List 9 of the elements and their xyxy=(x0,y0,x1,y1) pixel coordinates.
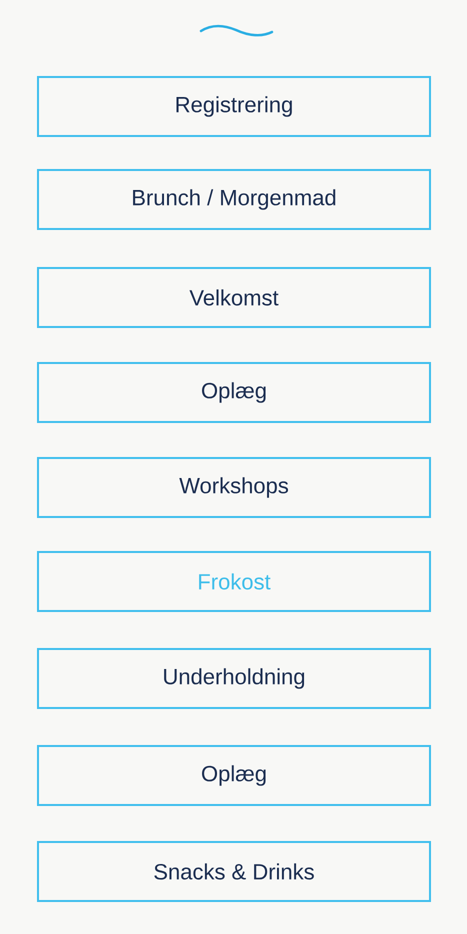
agenda-box: Oplæg xyxy=(37,362,431,423)
agenda-box: Underholdning xyxy=(37,648,431,709)
agenda-box: Workshops xyxy=(37,457,431,518)
agenda-box: Brunch / Morgenmad xyxy=(37,169,431,230)
agenda-box: Frokost xyxy=(37,551,431,612)
agenda-box: Oplæg xyxy=(37,745,431,806)
agenda-box: Registrering xyxy=(37,76,431,137)
agenda-box: Snacks & Drinks xyxy=(37,841,431,902)
agenda-box: Velkomst xyxy=(37,267,431,328)
